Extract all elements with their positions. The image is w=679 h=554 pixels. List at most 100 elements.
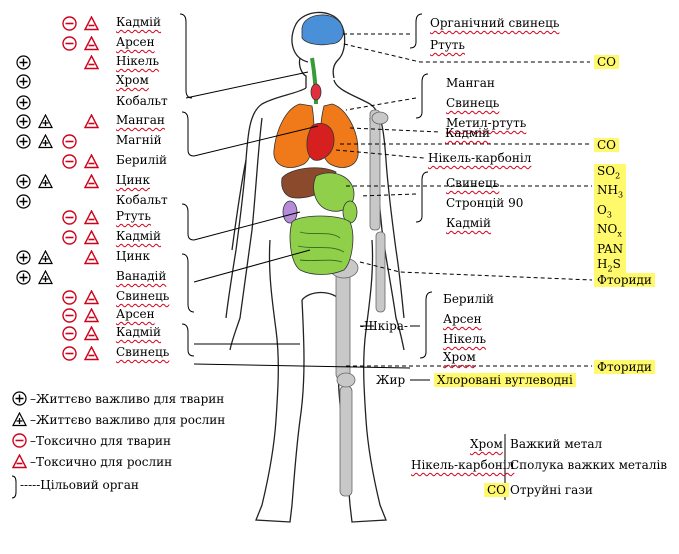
left-element-label: Манган — [116, 113, 165, 127]
red-minus-icon — [62, 36, 77, 51]
red-triangle-icon — [84, 154, 99, 169]
red-minus-icon — [62, 230, 77, 245]
left-element-label: Цинк — [116, 173, 150, 187]
red-minus-icon — [62, 290, 77, 305]
red-triangle-icon — [84, 16, 99, 31]
gas-formula: NOx — [597, 222, 622, 239]
gas-formula: NH3 — [597, 183, 624, 200]
black-plus-icon — [16, 55, 31, 70]
left-element-label: Цинк — [116, 249, 150, 263]
legend-black-plus-icon — [12, 391, 27, 406]
gas-formula: PAN — [597, 241, 624, 256]
red-triangle-icon — [84, 326, 99, 341]
left-element-label: Свинець — [116, 345, 170, 359]
key-gas-text: Отруйні гази — [510, 483, 593, 497]
black-plus-icon — [16, 250, 31, 265]
gas-formula: SO2 — [597, 164, 621, 181]
red-minus-icon — [62, 16, 77, 31]
red-triangle-icon — [84, 210, 99, 225]
legend-target-organ: -----Цільовий орган — [20, 478, 139, 492]
intestine — [289, 215, 354, 275]
left-element-label: Магній — [116, 133, 162, 147]
legend-red-minus-icon — [12, 433, 27, 448]
red-minus-icon — [62, 308, 77, 323]
black-triangle-plus-icon — [38, 114, 53, 129]
right-element-label: Ртуть — [430, 38, 465, 52]
left-element-label: Арсен — [116, 307, 155, 321]
black-plus-icon — [16, 194, 31, 209]
legend-label: –Токсично для рослин — [30, 455, 173, 469]
right-element-label: Манган — [446, 76, 495, 90]
left-element-label: Кобальт — [116, 193, 168, 207]
kadmii-right-label: Кадмій — [445, 126, 490, 140]
black-plus-icon — [16, 174, 31, 189]
black-plus-icon — [16, 134, 31, 149]
red-minus-icon — [62, 210, 77, 225]
right-element-label: Берилій — [443, 292, 495, 306]
red-triangle-icon — [84, 114, 99, 129]
key-heavy-metal-example: Хром — [470, 437, 503, 451]
brain — [301, 14, 344, 46]
left-element-label: Ванадій — [116, 269, 167, 283]
right-element-label: Стронцій 90 — [446, 196, 524, 210]
key-compound-text: Сполука важких металів — [510, 458, 668, 472]
black-plus-icon — [16, 270, 31, 285]
black-triangle-plus-icon — [38, 250, 53, 265]
red-triangle-icon — [84, 290, 99, 305]
red-triangle-icon — [84, 174, 99, 189]
black-plus-icon — [16, 74, 31, 89]
red-triangle-icon — [84, 230, 99, 245]
legend-label: –Життєво важливо для тварин — [30, 392, 225, 406]
black-triangle-plus-icon — [38, 134, 53, 149]
heart — [306, 123, 335, 161]
skeleton — [329, 109, 389, 497]
red-minus-icon — [62, 346, 77, 361]
black-triangle-plus-icon — [38, 174, 53, 189]
right-element-label: Кадмій — [446, 216, 491, 230]
left-element-label: Кадмій — [116, 15, 161, 29]
right-brackets — [335, 13, 593, 381]
left-element-label: Хром — [116, 73, 149, 87]
right-element-label: Свинець — [446, 176, 500, 190]
legend-bracket-icon — [11, 475, 17, 499]
left-brackets — [179, 13, 411, 369]
left-element-label: Ртуть — [116, 209, 151, 223]
ftorydy-2: Фториди — [594, 360, 655, 374]
left-element-label: Берилій — [116, 153, 168, 167]
key-heavy-metal-text: Важкий метал — [510, 437, 603, 451]
gas-formula: H2S — [597, 256, 621, 273]
red-triangle-icon — [84, 36, 99, 51]
key-compound-example: Нікель-карбоніл — [411, 458, 515, 472]
red-triangle-icon — [84, 55, 99, 70]
thyroid — [310, 83, 322, 101]
red-minus-icon — [62, 134, 77, 149]
left-element-label: Нікель — [116, 54, 160, 68]
nikel-karbonil-label: Нікель-карбоніл — [428, 151, 532, 165]
black-plus-icon — [16, 114, 31, 129]
left-element-label: Свинець — [116, 289, 170, 303]
legend-label: –Токсично для тварин — [30, 434, 172, 448]
left-element-label: Кадмій — [116, 229, 161, 243]
right-element-label: Арсен — [443, 312, 482, 326]
red-minus-icon — [62, 154, 77, 169]
kidney-left — [282, 200, 298, 224]
legend-black-triangle-plus-icon — [12, 412, 27, 427]
co-gas-1: CO — [594, 55, 620, 69]
ftorydy-1: Фториди — [594, 273, 655, 287]
right-element-label: Хром — [443, 350, 476, 364]
black-triangle-plus-icon — [38, 270, 53, 285]
fat-label: Жир — [376, 373, 406, 387]
right-element-label: Метил-ртуть — [446, 116, 527, 130]
organs — [273, 14, 359, 275]
skin-label: -Шкіра- — [360, 319, 408, 333]
red-triangle-icon — [84, 250, 99, 265]
left-element-label: Кобальт — [116, 94, 168, 108]
red-minus-icon — [62, 326, 77, 341]
legend-red-triangle-icon — [12, 454, 27, 469]
gas-formula: O3 — [597, 202, 612, 220]
red-triangle-icon — [84, 308, 99, 323]
left-element-label: Арсен — [116, 35, 155, 49]
red-triangle-icon — [84, 346, 99, 361]
